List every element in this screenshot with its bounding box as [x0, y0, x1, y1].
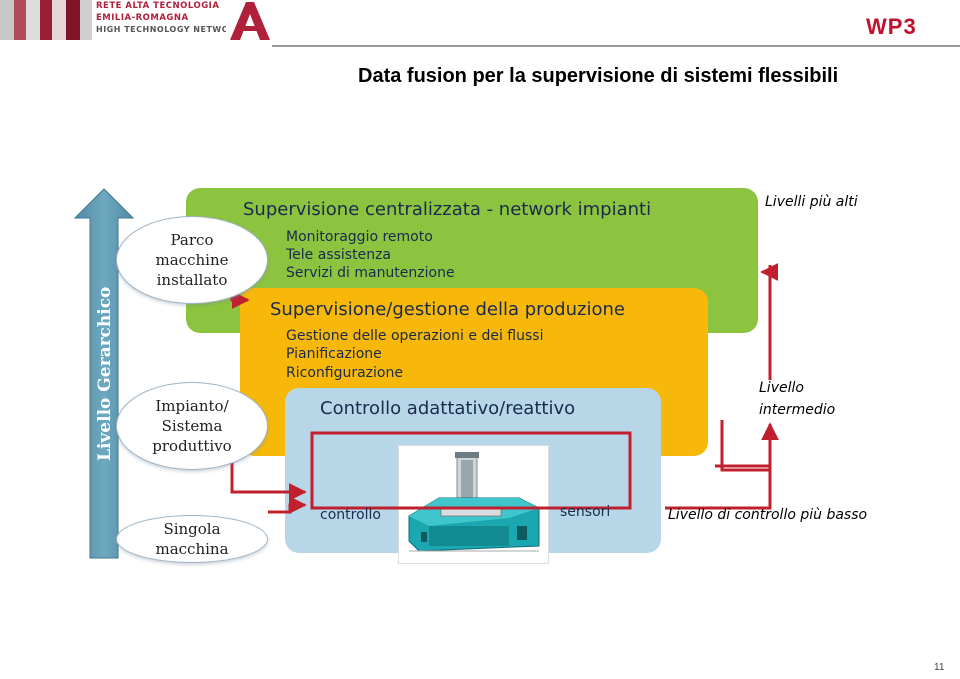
bottom-level-arrow: [268, 496, 307, 514]
logo-a-mark-icon: [226, 0, 272, 40]
production-management-item: Gestione delle operazioni e dei flussi: [286, 328, 544, 344]
page-title: Data fusion per la supervisione di siste…: [358, 65, 839, 87]
central-supervision-item: Servizi di manutenzione: [286, 265, 455, 281]
production-management-item: Pianificazione: [286, 346, 382, 362]
header-divider: [272, 45, 960, 47]
central-supervision-title: Supervisione centralizzata - network imp…: [243, 199, 652, 220]
machine-tool-image: [398, 445, 549, 564]
logo-line-1: RETE ALTA TECNOLOGIA: [96, 1, 220, 11]
control-loop-frame: [310, 431, 632, 510]
page-number: 11: [934, 662, 945, 673]
work-package-label: WP3: [866, 14, 917, 39]
central-supervision-item: Tele assistenza: [286, 247, 391, 263]
control-label: controllo: [320, 507, 381, 523]
machine-tool-icon: [399, 446, 548, 563]
orange-feedback-line: [720, 420, 770, 472]
higher-levels-label: Livelli più alti: [765, 194, 858, 210]
intermediate-level-label-line1: Livello: [759, 380, 804, 396]
level-middle-label: Impianto/ Sistema produttivo: [152, 397, 232, 455]
level-ellipse-top: Parco macchine installato: [116, 216, 268, 304]
level-bottom-label: Singola macchina: [155, 520, 229, 558]
sensors-label: sensori: [560, 504, 611, 520]
level-ellipse-bottom: Singola macchina: [116, 515, 268, 563]
low-to-mid-arrow: [665, 422, 779, 510]
level-top-label: Parco macchine installato: [155, 231, 229, 289]
network-logo: RETE ALTA TECNOLOGIA EMILIA-ROMAGNA HIGH…: [0, 0, 272, 40]
logo-line-3: HIGH TECHNOLOGY NETWORK: [96, 25, 243, 34]
central-supervision-item: Monitoraggio remoto: [286, 229, 433, 245]
logo-line-2: EMILIA-ROMAGNA: [96, 13, 189, 23]
production-management-item: Riconfigurazione: [286, 365, 403, 381]
production-management-title: Supervisione/gestione della produzione: [270, 299, 625, 320]
middle-level-arrow: [230, 456, 307, 501]
intermediate-level-label-line2: intermedio: [759, 402, 836, 418]
lowest-level-label: Livello di controllo più basso: [668, 507, 868, 523]
adaptive-control-title: Controllo adattativo/reattivo: [320, 398, 576, 419]
level-ellipse-middle: Impianto/ Sistema produttivo: [116, 382, 268, 470]
